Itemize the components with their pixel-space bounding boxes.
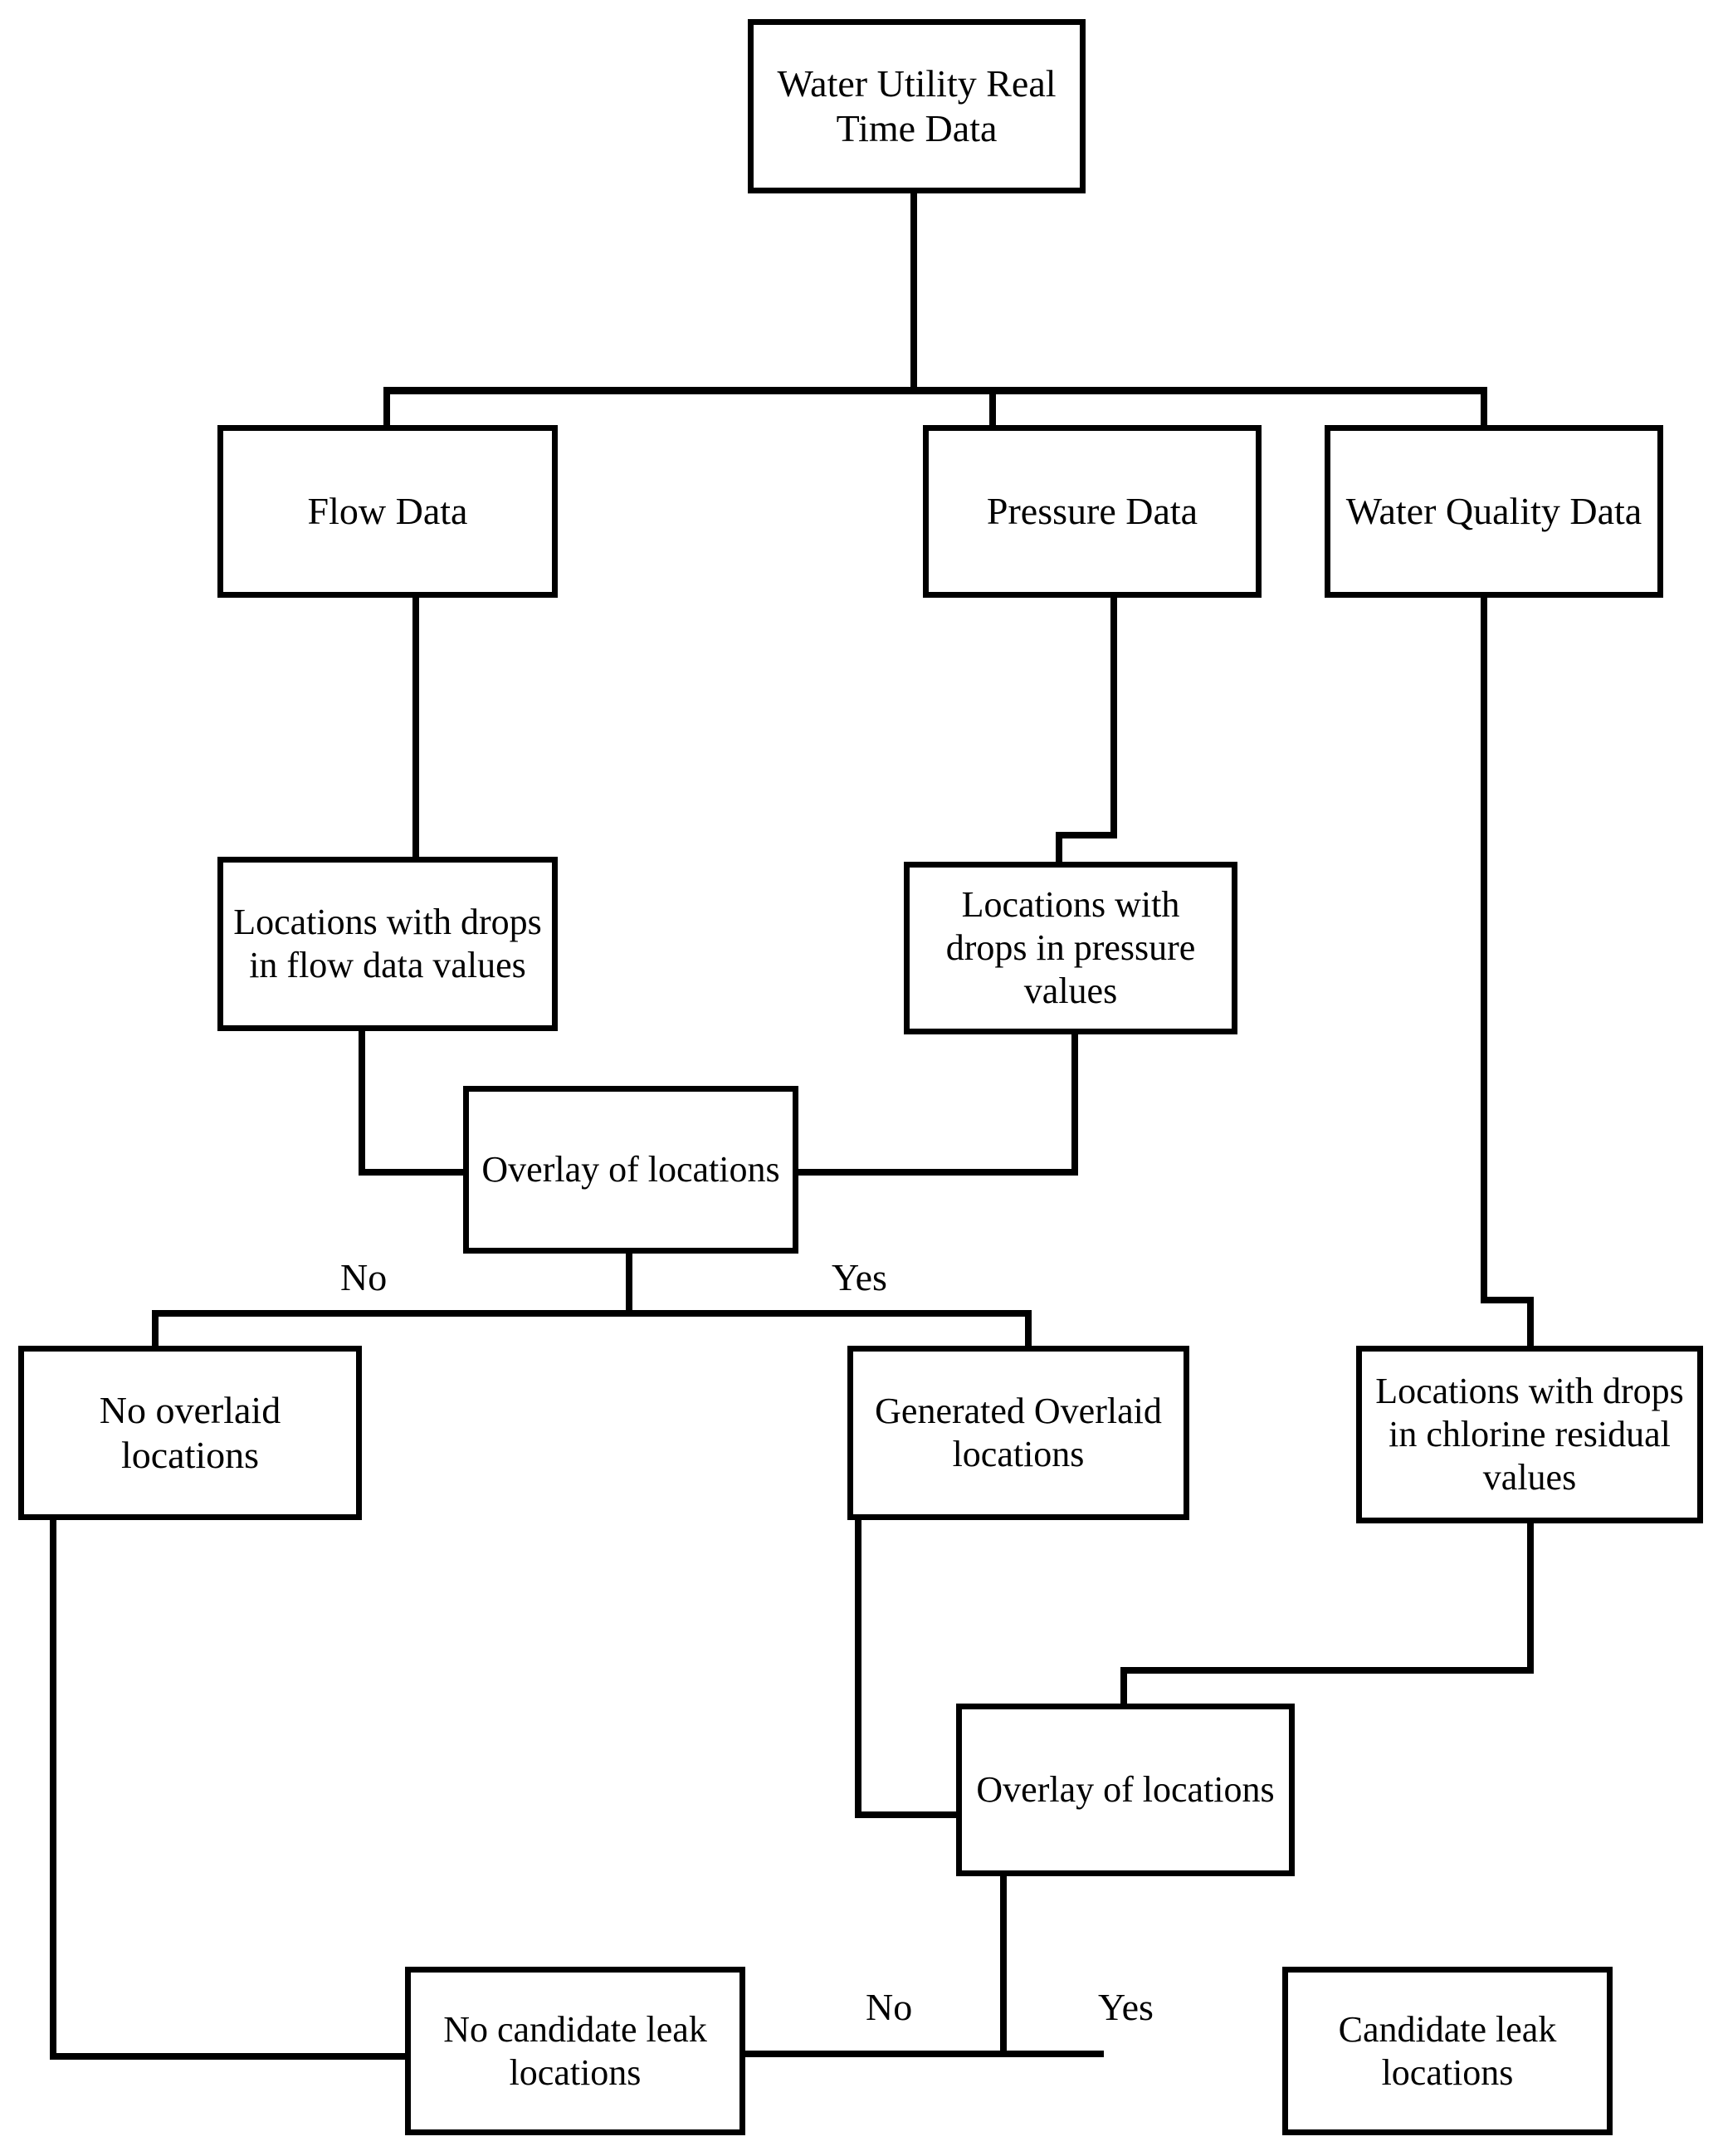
edge-chlorine-down-2	[1120, 1667, 1127, 1707]
node-water-quality-data-label: Water Quality Data	[1345, 489, 1642, 532]
edge-split-to-generated	[1025, 1310, 1032, 1350]
edge-flowdrops-down	[359, 1029, 365, 1175]
edge-nooverlaid-down	[50, 1519, 56, 2059]
edge-generated-right	[855, 1811, 959, 1818]
node-chlorine-drops-label: Locations with drops in chlorine residua…	[1375, 1371, 1684, 1498]
node-candidate-leak[interactable]: Candidate leak locations	[1282, 1967, 1613, 2135]
edge-distribution-bar	[383, 387, 1487, 394]
edge-wq-down-2	[1527, 1297, 1534, 1347]
edge-bar-to-pressure	[989, 387, 996, 430]
node-generated-overlaid-label: Generated Overlaid locations	[875, 1391, 1162, 1474]
edge-overlay2-split-bar	[739, 2051, 1104, 2057]
edge-pressuredrops-left	[793, 1169, 1078, 1176]
edge-source-down	[910, 193, 917, 392]
edge-label-overlay1-no: No	[340, 1256, 388, 1298]
node-flow-data-label: Flow Data	[307, 489, 468, 532]
edge-overlay1-split-bar	[152, 1310, 1032, 1317]
edge-bar-to-water-quality	[1481, 387, 1487, 430]
node-no-candidate-leak-label: No candidate leak locations	[443, 2008, 707, 2093]
edge-wq-down-1	[1481, 596, 1487, 1302]
edge-chlorine-down-1	[1527, 1522, 1534, 1673]
edge-wq-jog	[1481, 1297, 1534, 1303]
edge-pressure-down-2	[1056, 832, 1062, 865]
node-flow-drops[interactable]: Locations with drops in flow data values	[217, 857, 558, 1031]
node-no-candidate-leak[interactable]: No candidate leak locations	[405, 1967, 745, 2135]
edge-nooverlaid-right	[50, 2053, 407, 2060]
node-generated-overlaid[interactable]: Generated Overlaid locations	[847, 1346, 1189, 1520]
edge-split-to-no-overlaid	[152, 1310, 159, 1350]
edge-chlorine-left	[1120, 1667, 1534, 1674]
node-overlay-2-label: Overlay of locations	[976, 1769, 1275, 1811]
edge-overlay1-down	[626, 1250, 632, 1317]
node-overlay-1[interactable]: Overlay of locations	[463, 1086, 798, 1254]
edge-generated-down	[855, 1519, 861, 1818]
edge-flowdrops-right	[359, 1169, 471, 1176]
edge-flow-to-flowdrops	[412, 596, 419, 862]
node-pressure-drops-label: Locations with drops in pressure values	[945, 884, 1196, 1011]
node-flow-data[interactable]: Flow Data	[217, 425, 558, 598]
edge-label-overlay2-no: No	[866, 1986, 913, 2028]
node-source[interactable]: Water Utility Real Time Data	[748, 19, 1086, 193]
node-pressure-data-label: Pressure Data	[986, 489, 1198, 532]
edge-bar-to-flow	[383, 387, 390, 430]
edge-pressuredrops-down	[1071, 1032, 1078, 1176]
node-overlay-2[interactable]: Overlay of locations	[956, 1704, 1295, 1876]
edge-pressure-down-1	[1110, 596, 1117, 837]
edge-pressure-jog	[1056, 832, 1117, 838]
node-pressure-drops[interactable]: Locations with drops in pressure values	[904, 862, 1237, 1034]
node-overlay-1-label: Overlay of locations	[481, 1149, 780, 1190]
node-no-overlaid[interactable]: No overlaid locations	[18, 1346, 362, 1520]
edge-overlay2-down	[1000, 1875, 1007, 2053]
edge-label-overlay1-yes: Yes	[832, 1256, 887, 1298]
node-pressure-data[interactable]: Pressure Data	[923, 425, 1262, 598]
node-water-quality-data[interactable]: Water Quality Data	[1325, 425, 1663, 598]
node-flow-drops-label: Locations with drops in flow data values	[233, 902, 542, 985]
edge-label-overlay2-yes: Yes	[1098, 1986, 1154, 2028]
node-candidate-leak-label: Candidate leak locations	[1338, 2008, 1557, 2093]
node-source-label: Water Utility Real Time Data	[777, 61, 1057, 149]
node-chlorine-drops[interactable]: Locations with drops in chlorine residua…	[1356, 1346, 1703, 1523]
node-no-overlaid-label: No overlaid locations	[99, 1388, 281, 1476]
